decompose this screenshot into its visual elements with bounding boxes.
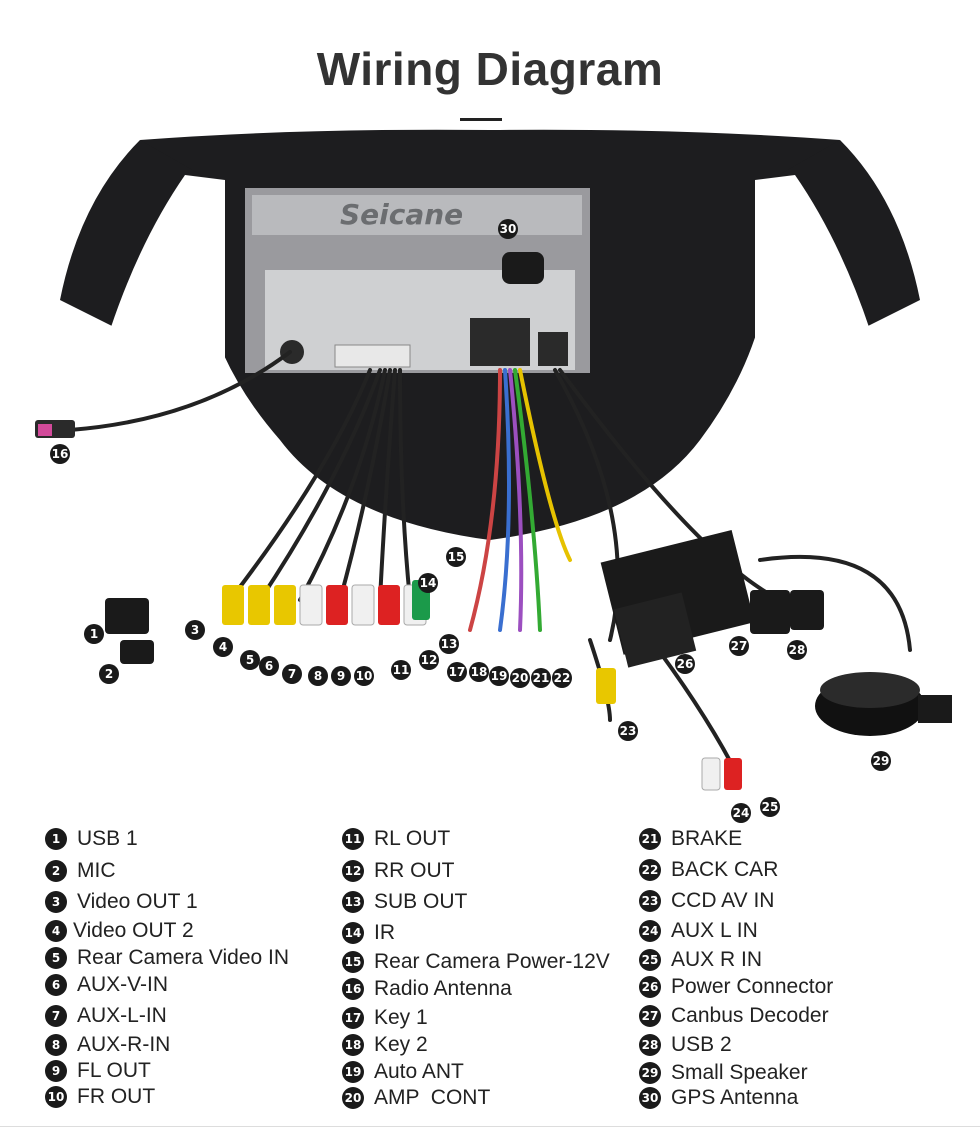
legend-label: AUX-V-IN	[77, 973, 169, 996]
callout-13: 13	[439, 634, 459, 654]
legend-number: 24	[639, 920, 661, 942]
legend-number: 16	[342, 978, 364, 1000]
legend-label: FL OUT	[77, 1059, 151, 1082]
legend-number: 19	[342, 1061, 364, 1083]
legend-label: Key 1	[374, 1006, 428, 1029]
callout-14: 14	[418, 573, 438, 593]
callout-9: 9	[331, 666, 351, 686]
callout-28: 28	[787, 640, 807, 660]
legend-number: 12	[342, 860, 364, 882]
callout-19: 19	[489, 666, 509, 686]
legend-label: Auto ANT	[374, 1060, 464, 1083]
legend-number: 26	[639, 976, 661, 998]
callout-26: 26	[675, 654, 695, 674]
legend-number: 2	[45, 860, 67, 882]
legend-label: Video OUT 2	[73, 919, 194, 942]
legend-label: Key 2	[374, 1033, 428, 1056]
callout-17: 17	[447, 662, 467, 682]
callout-12: 12	[419, 650, 439, 670]
legend-number: 25	[639, 949, 661, 971]
callout-25: 25	[760, 797, 780, 817]
legend-number: 7	[45, 1005, 67, 1027]
legend-number: 30	[639, 1087, 661, 1109]
legend-number: 9	[45, 1060, 67, 1082]
legend-label: BACK CAR	[671, 858, 779, 881]
legend-label: Rear Camera Power-12V	[374, 950, 610, 973]
head-unit-illustration: Seicane	[35, 129, 952, 791]
legend-number: 4	[45, 920, 67, 942]
legend-label: AUX-R-IN	[77, 1033, 171, 1056]
callout-27: 27	[729, 636, 749, 656]
callout-23: 23	[618, 721, 638, 741]
callout-30: 30	[498, 219, 518, 239]
legend-label: AUX-L-IN	[77, 1004, 167, 1027]
legend-number: 6	[45, 974, 67, 996]
legend-label: Canbus Decoder	[671, 1004, 829, 1027]
callout-16: 16	[50, 444, 70, 464]
legend-label: Power Connector	[671, 975, 834, 998]
legend-number: 14	[342, 922, 364, 944]
legend-number: 21	[639, 828, 661, 850]
legend-label: GPS Antenna	[671, 1086, 799, 1109]
legend-number: 23	[639, 890, 661, 912]
legend-number: 20	[342, 1087, 364, 1109]
legend-label: SUB OUT	[374, 890, 468, 913]
legend-label: FR OUT	[77, 1085, 156, 1108]
callout-6: 6	[259, 656, 279, 676]
legend-label: BRAKE	[671, 827, 743, 850]
legend-label: AUX R IN	[671, 948, 763, 971]
legend-number: 3	[45, 891, 67, 913]
legend-label: CCD AV IN	[671, 889, 775, 912]
callout-21: 21	[531, 668, 551, 688]
brand-watermark: Seicane	[340, 198, 463, 231]
legend-number: 28	[639, 1034, 661, 1056]
legend-label: IR	[374, 921, 395, 944]
callout-2: 2	[99, 664, 119, 684]
callout-8: 8	[308, 666, 328, 686]
legend-number: 5	[45, 947, 67, 969]
callout-1: 1	[84, 624, 104, 644]
legend-number: 1	[45, 828, 67, 850]
legend-number: 22	[639, 859, 661, 881]
callout-15: 15	[446, 547, 466, 567]
legend-label: Rear Camera Video IN	[77, 946, 290, 969]
callout-20: 20	[510, 668, 530, 688]
legend-label: RR OUT	[374, 859, 455, 882]
legend-label: Radio Antenna	[374, 977, 512, 1000]
callout-18: 18	[469, 662, 489, 682]
legend-label: MIC	[77, 859, 116, 882]
legend-label: USB 1	[77, 827, 138, 850]
legend-number: 8	[45, 1034, 67, 1056]
legend-label: Video OUT 1	[77, 890, 198, 913]
legend-number: 17	[342, 1007, 364, 1029]
legend-label: AUX L IN	[671, 919, 758, 942]
callout-24: 24	[731, 803, 751, 823]
callout-4: 4	[213, 637, 233, 657]
callout-7: 7	[282, 664, 302, 684]
callout-22: 22	[552, 668, 572, 688]
callout-5: 5	[240, 650, 260, 670]
legend-number: 27	[639, 1005, 661, 1027]
legend-label: AMP CONT	[374, 1086, 491, 1109]
legend-number: 18	[342, 1034, 364, 1056]
title-underline	[460, 118, 502, 121]
legend-label: RL OUT	[374, 827, 451, 850]
legend-number: 13	[342, 891, 364, 913]
page-title: Wiring Diagram	[316, 43, 664, 95]
legend-label: Small Speaker	[671, 1061, 808, 1084]
legend-number: 29	[639, 1062, 661, 1084]
callout-11: 11	[391, 660, 411, 680]
callout-29: 29	[871, 751, 891, 771]
legend-label: USB 2	[671, 1033, 732, 1056]
callout-10: 10	[354, 666, 374, 686]
legend-number: 15	[342, 951, 364, 973]
callout-3: 3	[185, 620, 205, 640]
legend-number: 10	[45, 1086, 67, 1108]
legend-number: 11	[342, 828, 364, 850]
bottom-divider	[0, 1126, 980, 1127]
